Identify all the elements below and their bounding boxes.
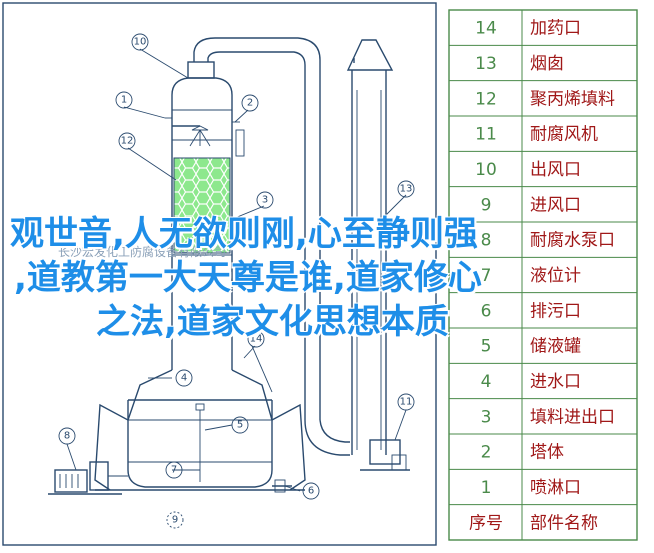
- table-cell-number: 1: [481, 478, 492, 498]
- svg-text:6: 6: [308, 486, 314, 497]
- callout-14: 14: [247, 330, 265, 348]
- table-row: 9 进风口: [481, 195, 581, 215]
- table-cell-number: 13: [475, 54, 497, 74]
- spray-nozzle: [172, 125, 211, 147]
- table-row: 1 喷淋口: [481, 478, 581, 498]
- table-row: 4 进水口: [481, 372, 581, 392]
- table-cell-number: 4: [481, 372, 492, 392]
- table-row: 10 出风口: [475, 160, 581, 180]
- table-cell-number: 12: [475, 89, 497, 109]
- table-cell-name: 烟囱: [530, 54, 564, 74]
- packing-section: [173, 157, 231, 254]
- table-cell-name: 进风口: [530, 195, 581, 215]
- svg-text:13: 13: [400, 184, 413, 195]
- table-cell-number: 5: [481, 337, 492, 357]
- svg-text:5: 5: [237, 420, 243, 431]
- callout-6: 6: [302, 482, 320, 500]
- table-cell-name: 液位计: [530, 266, 581, 286]
- table-cell-number: 2: [481, 443, 492, 463]
- svg-text:9: 9: [172, 515, 178, 526]
- table-cell-name: 储液罐: [530, 337, 581, 357]
- callout-1: 1: [115, 91, 133, 109]
- pump: [48, 461, 128, 495]
- table-row: 7 液位计: [481, 266, 581, 286]
- svg-text:7: 7: [171, 465, 177, 476]
- table-cell-name: 出风口: [530, 160, 581, 180]
- fan: [360, 439, 410, 471]
- svg-text:11: 11: [400, 397, 413, 408]
- table-cell-number: 7: [481, 266, 492, 286]
- svg-text:10: 10: [134, 37, 147, 48]
- table-cell-name: 塔体: [530, 443, 564, 463]
- drawing-frame: [2, 2, 437, 546]
- callout-3: 3: [256, 191, 274, 209]
- support-frame: [94, 403, 306, 491]
- callout-4: 4: [175, 369, 193, 387]
- leader-lines: [66, 48, 407, 492]
- callout-10: 10: [131, 33, 149, 51]
- table-cell-number: 11: [475, 125, 497, 145]
- table-cell-name: 部件名称: [530, 513, 598, 533]
- svg-text:14: 14: [250, 334, 263, 345]
- table-cell-number: 10: [475, 160, 497, 180]
- chimney: [346, 39, 394, 455]
- table-cell-name: 排污口: [530, 301, 581, 321]
- table-row: 12 聚丙烯填料: [475, 89, 615, 109]
- table-cell-name: 耐腐风机: [530, 125, 598, 145]
- table-row: 5 储液罐: [481, 337, 581, 357]
- table-row: 13 烟囱: [475, 54, 564, 74]
- table-row: 6 排污口: [481, 301, 581, 321]
- table-cell-number: 6: [481, 301, 492, 321]
- svg-text:3: 3: [262, 195, 268, 206]
- outlet-duct: [187, 37, 350, 456]
- table-cell-name: 进水口: [530, 372, 581, 392]
- table-cell-name: 加药口: [530, 19, 581, 39]
- svg-text:8: 8: [64, 431, 70, 442]
- callout-13: 13: [397, 180, 415, 198]
- tower-body: [165, 77, 245, 370]
- table-cell-number: 8: [481, 231, 492, 251]
- callout-11: 11: [397, 393, 415, 411]
- svg-text:4: 4: [181, 373, 187, 384]
- table-cell-name: 耐腐水泵口: [530, 231, 615, 251]
- table-cell-number: 14: [475, 19, 497, 39]
- callout-12: 12: [118, 132, 136, 150]
- table-row: 3 填料进出口: [481, 407, 615, 427]
- table-row: 11 耐腐风机: [475, 125, 598, 145]
- callout-2: 2: [241, 94, 259, 112]
- svg-text:2: 2: [247, 98, 253, 109]
- table-cell-name: 喷淋口: [530, 478, 581, 498]
- callout-7: 7: [165, 461, 183, 479]
- storage-tank: [127, 369, 273, 488]
- table-cell-name: 聚丙烯填料: [530, 89, 615, 109]
- table-row: 14 加药口: [475, 19, 581, 39]
- svg-text:1: 1: [121, 95, 127, 106]
- table-cell-number: 序号: [469, 513, 503, 533]
- table-cell-name: 填料进出口: [530, 407, 615, 427]
- company-watermark: 长沙宏发化工防腐设备有限公司: [58, 245, 227, 259]
- callout-9: 9: [166, 511, 184, 529]
- callout-8: 8: [58, 427, 76, 445]
- table-cell-number: 9: [481, 195, 492, 215]
- table-row: 2 塔体: [481, 443, 564, 463]
- table-cell-number: 3: [481, 407, 492, 427]
- callout-5: 5: [231, 416, 249, 434]
- table-header-row: 序号 部件名称: [469, 513, 598, 533]
- svg-text:12: 12: [121, 136, 134, 147]
- table-row: 8 耐腐水泵口: [481, 231, 615, 251]
